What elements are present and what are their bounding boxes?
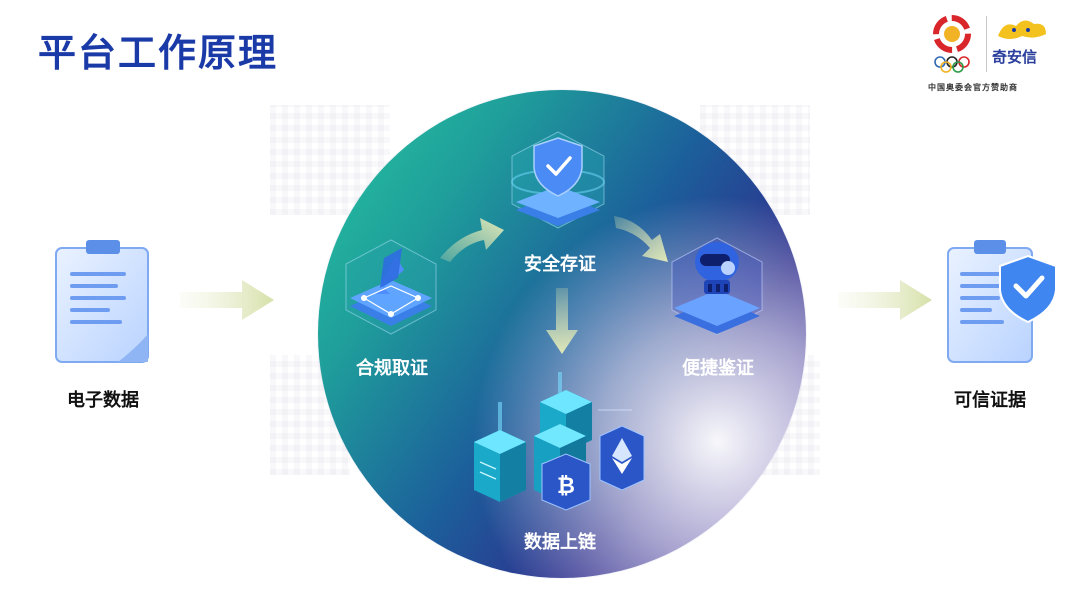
arrow-right-icon	[838, 280, 932, 320]
document-icon	[55, 240, 149, 363]
label-secure-storage: 安全存证	[524, 254, 596, 275]
shield-storage-icon	[511, 131, 605, 229]
sponsor-text: 中国奥委会官方赞助商	[928, 83, 1018, 92]
trusted-document-icon	[947, 240, 1057, 363]
label-data-on-chain: 数据上链	[524, 532, 596, 553]
blockchain-servers-icon: ₿	[474, 372, 645, 511]
label-trusted-evidence: 可信证据	[954, 390, 1026, 411]
arrow-up-right-icon	[440, 218, 504, 262]
page-title: 平台工作原理	[38, 31, 279, 75]
robot-verification-icon	[671, 237, 763, 335]
label-compliant-evidence: 合规取证	[356, 358, 428, 379]
evidence-capture-icon	[345, 239, 437, 335]
arrow-down-right-icon	[614, 216, 668, 262]
svg-text:₿: ₿	[557, 474, 575, 499]
logo-divider	[986, 16, 987, 72]
label-electronic-data: 电子数据	[67, 390, 139, 411]
olympic-emblem-icon	[933, 15, 971, 73]
sponsor-logo: 奇安信 中国奥委会官方赞助商	[926, 12, 1056, 94]
panda-mascot-icon	[998, 20, 1046, 39]
arrow-right-icon	[180, 280, 274, 320]
label-convenient-verification: 便捷鉴证	[682, 358, 754, 379]
brand-name: 奇安信	[992, 48, 1038, 66]
arrow-down-icon	[546, 288, 578, 354]
